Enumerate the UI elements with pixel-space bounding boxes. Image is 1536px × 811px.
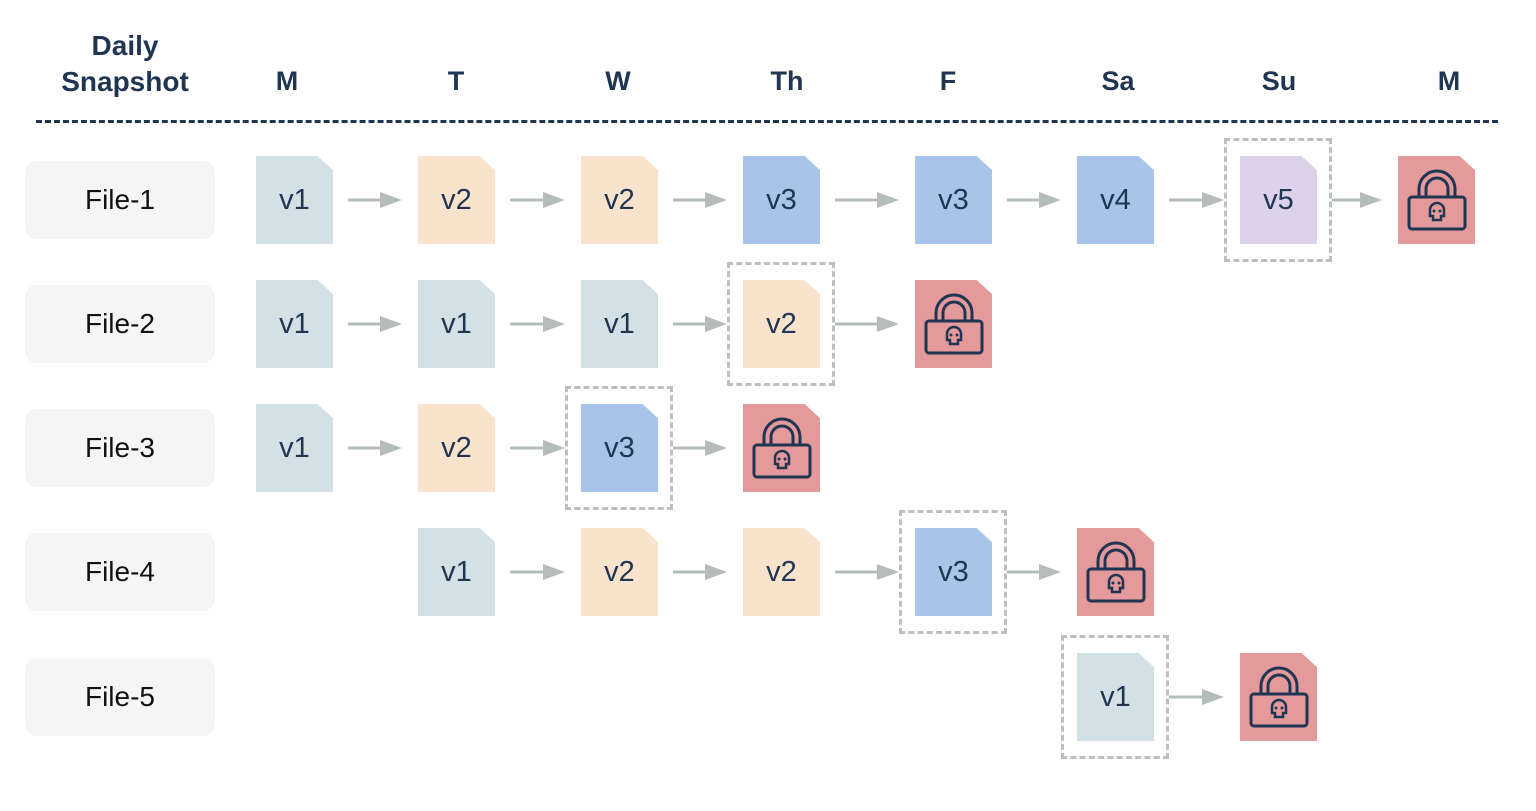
file-version-icon: v3 bbox=[581, 404, 658, 492]
arrow-right-icon bbox=[673, 190, 727, 210]
encrypted-file-lock-icon bbox=[1077, 528, 1154, 616]
day-header-6: Su bbox=[1261, 66, 1297, 96]
day-header-5: Sa bbox=[1101, 66, 1135, 96]
day-header-0: M bbox=[275, 66, 299, 96]
file-version-icon: v1 bbox=[418, 528, 495, 616]
file-version-icon: v1 bbox=[256, 280, 333, 368]
encrypted-file-lock-icon bbox=[1398, 156, 1475, 244]
arrow-right-icon bbox=[348, 314, 402, 334]
skull-lock-icon bbox=[1086, 541, 1145, 603]
file-version-icon: v3 bbox=[915, 156, 992, 244]
file-version-icon: v1 bbox=[256, 404, 333, 492]
skull-lock-icon bbox=[1249, 666, 1308, 728]
arrow-right-icon bbox=[673, 562, 727, 582]
arrow-right-icon bbox=[348, 190, 402, 210]
file-label-2: File-2 bbox=[25, 285, 215, 363]
last-clean-version-highlight bbox=[1224, 138, 1332, 262]
arrow-right-icon bbox=[510, 190, 565, 210]
skull-lock-icon bbox=[924, 293, 983, 355]
file-version-icon: v1 bbox=[581, 280, 658, 368]
arrow-right-icon bbox=[1332, 190, 1382, 210]
arrow-right-icon bbox=[835, 190, 899, 210]
file-label-1: File-1 bbox=[25, 161, 215, 239]
title-line-2: Snapshot bbox=[61, 66, 189, 97]
file-version-icon: v5 bbox=[1240, 156, 1317, 244]
encrypted-file-lock-icon bbox=[915, 280, 992, 368]
skull-lock-icon bbox=[1407, 169, 1466, 231]
last-clean-version-highlight bbox=[899, 510, 1007, 634]
last-clean-version-highlight bbox=[565, 386, 673, 510]
encrypted-file-lock-icon bbox=[743, 404, 820, 492]
arrow-right-icon bbox=[510, 562, 565, 582]
skull-lock-icon bbox=[752, 417, 811, 479]
file-version-icon: v2 bbox=[581, 156, 658, 244]
day-header-4: F bbox=[939, 66, 957, 96]
arrow-right-icon bbox=[1007, 190, 1061, 210]
encrypted-file-lock-icon bbox=[1240, 653, 1317, 741]
header-divider bbox=[36, 120, 1498, 123]
file-version-icon: v1 bbox=[256, 156, 333, 244]
file-label-5: File-5 bbox=[25, 658, 215, 736]
file-version-icon: v2 bbox=[581, 528, 658, 616]
file-version-icon: v3 bbox=[915, 528, 992, 616]
arrow-right-icon bbox=[673, 314, 727, 334]
day-header-1: T bbox=[447, 66, 465, 96]
day-header-3: Th bbox=[770, 66, 804, 96]
arrow-right-icon bbox=[1169, 687, 1224, 707]
file-version-icon: v2 bbox=[743, 280, 820, 368]
file-version-icon: v2 bbox=[418, 404, 495, 492]
file-version-icon: v3 bbox=[743, 156, 820, 244]
diagram-title: Daily Snapshot bbox=[61, 28, 189, 100]
arrow-right-icon bbox=[348, 438, 402, 458]
arrow-right-icon bbox=[1007, 562, 1061, 582]
last-clean-version-highlight bbox=[1061, 635, 1169, 759]
file-version-icon: v1 bbox=[1077, 653, 1154, 741]
file-version-icon: v2 bbox=[743, 528, 820, 616]
file-label-4: File-4 bbox=[25, 533, 215, 611]
file-label-3: File-3 bbox=[25, 409, 215, 487]
file-version-icon: v2 bbox=[418, 156, 495, 244]
title-line-1: Daily bbox=[91, 30, 159, 61]
arrow-right-icon bbox=[510, 438, 565, 458]
arrow-right-icon bbox=[835, 562, 899, 582]
file-version-icon: v1 bbox=[418, 280, 495, 368]
day-header-2: W bbox=[605, 66, 631, 96]
file-version-icon: v4 bbox=[1077, 156, 1154, 244]
last-clean-version-highlight bbox=[727, 262, 835, 386]
arrow-right-icon bbox=[673, 438, 727, 458]
arrow-right-icon bbox=[510, 314, 565, 334]
day-header-7: M bbox=[1437, 66, 1461, 96]
arrow-right-icon bbox=[835, 314, 899, 334]
arrow-right-icon bbox=[1169, 190, 1224, 210]
